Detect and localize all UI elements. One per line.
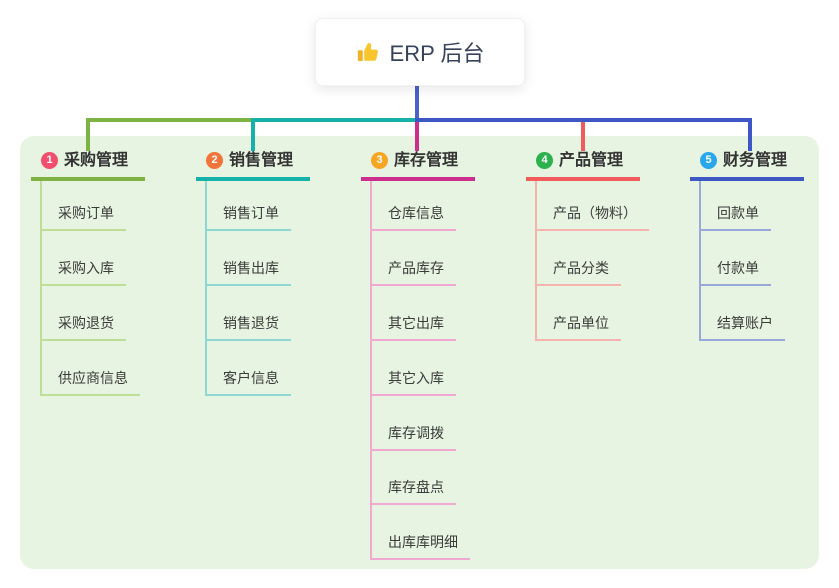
child-node[interactable]: 库存盘点	[370, 478, 456, 505]
child-node[interactable]: 采购入库	[40, 259, 126, 286]
child-node[interactable]: 结算账户	[699, 314, 785, 341]
child-node[interactable]: 产品分类	[535, 259, 621, 286]
branch-number-badge: 4	[536, 152, 553, 169]
child-node[interactable]: 销售出库	[205, 259, 291, 286]
trunk-line-sales	[251, 118, 417, 122]
child-node[interactable]: 销售订单	[205, 204, 291, 231]
branch-children-line	[205, 181, 207, 396]
child-node[interactable]: 供应商信息	[40, 369, 140, 396]
child-node[interactable]: 产品库存	[370, 259, 456, 286]
branch-number-badge: 2	[206, 152, 223, 169]
branch-children-line	[699, 181, 701, 341]
child-node[interactable]: 销售退货	[205, 314, 291, 341]
child-node[interactable]: 仓库信息	[370, 204, 456, 231]
child-node[interactable]: 付款单	[699, 259, 771, 286]
branch-product: 4 产品管理 产品（物料） 产品分类 产品单位	[526, 150, 649, 341]
branch-drop-sales	[251, 118, 255, 151]
branch-children-line	[40, 181, 42, 396]
trunk-line-finance	[415, 118, 752, 122]
branch-drop-finance	[748, 118, 752, 151]
mindmap-panel	[20, 136, 819, 569]
child-node[interactable]: 采购退货	[40, 314, 126, 341]
child-node[interactable]: 库存调拨	[370, 424, 456, 451]
root-node[interactable]: ERP 后台	[315, 18, 525, 86]
branch-node[interactable]: 1 采购管理	[31, 150, 145, 181]
branch-number-badge: 3	[371, 152, 388, 169]
branch-purchase: 1 采购管理 采购订单 采购入库 采购退货 供应商信息	[31, 150, 145, 396]
branch-children-line	[370, 181, 372, 560]
branch-number-badge: 1	[41, 152, 58, 169]
branch-number-badge: 5	[700, 152, 717, 169]
child-node[interactable]: 客户信息	[205, 369, 291, 396]
branch-title: 采购管理	[64, 152, 129, 169]
branch-node[interactable]: 3 库存管理	[361, 150, 475, 181]
root-title: ERP 后台	[389, 41, 485, 66]
trunk-line-purchase	[86, 118, 253, 122]
child-node[interactable]: 产品单位	[535, 314, 621, 341]
branch-node[interactable]: 2 销售管理	[196, 150, 310, 181]
branch-sales: 2 销售管理 销售订单 销售出库 销售退货 客户信息	[196, 150, 310, 396]
branch-drop-product	[581, 122, 585, 151]
branch-drop-inventory	[415, 122, 419, 151]
branch-title: 产品管理	[559, 152, 624, 169]
branch-title: 财务管理	[723, 152, 788, 169]
branch-title: 库存管理	[394, 152, 459, 169]
thumbs-up-icon	[356, 40, 380, 64]
branch-drop-purchase	[86, 118, 90, 151]
child-node[interactable]: 出库库明细	[370, 533, 470, 560]
branch-node[interactable]: 4 产品管理	[526, 150, 640, 181]
branch-children-line	[535, 181, 537, 341]
child-node[interactable]: 其它出库	[370, 314, 456, 341]
child-node[interactable]: 回款单	[699, 204, 771, 231]
branch-node[interactable]: 5 财务管理	[690, 150, 804, 181]
child-node[interactable]: 其它入库	[370, 369, 456, 396]
branch-inventory: 3 库存管理 仓库信息 产品库存 其它出库 其它入库 库存调拨 库存盘点 出库库…	[361, 150, 475, 560]
branch-title: 销售管理	[229, 152, 294, 169]
branch-finance: 5 财务管理 回款单 付款单 结算账户	[690, 150, 804, 341]
root-connector-line	[415, 84, 419, 120]
child-node[interactable]: 采购订单	[40, 204, 126, 231]
child-node[interactable]: 产品（物料）	[535, 204, 649, 231]
